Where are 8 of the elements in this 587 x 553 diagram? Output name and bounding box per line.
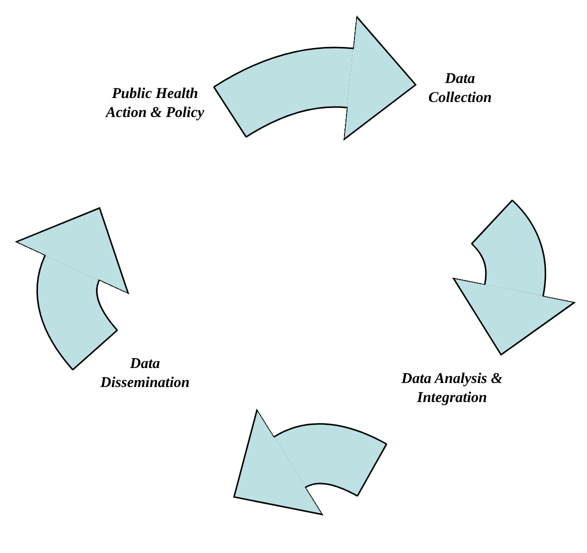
stage-label: Data Analysis & Integration: [387, 370, 517, 408]
stage-label: Public Health Action & Policy: [105, 85, 205, 123]
stage-label: Data Collection: [415, 70, 505, 108]
stage-label: Data Dissemination: [90, 355, 200, 393]
curved-arrow: [14, 206, 130, 370]
curved-arrow: [231, 406, 387, 518]
curved-arrow: [452, 200, 576, 356]
curved-arrow: [214, 15, 417, 141]
